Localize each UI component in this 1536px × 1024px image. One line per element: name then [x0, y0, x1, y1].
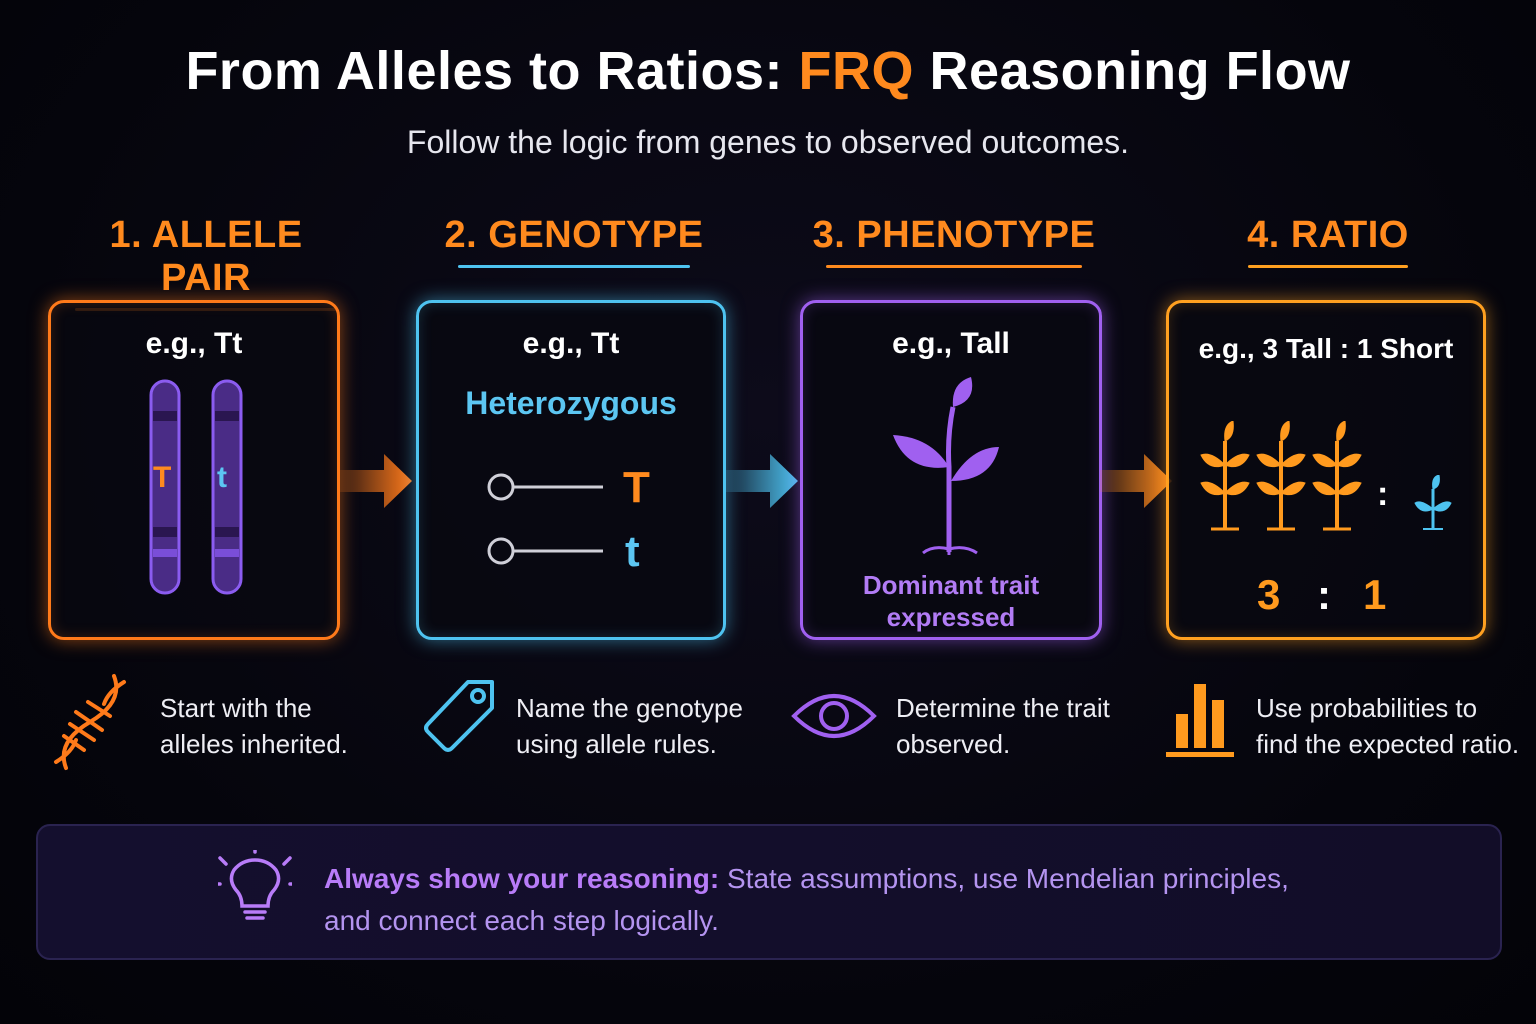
short-plant-icon	[1414, 475, 1452, 530]
allele-pair-example: e.g., Tt	[145, 327, 243, 360]
allele-pair-card: e.g., Tt T t	[48, 300, 340, 640]
page-subtitle: Follow the logic from genes to observed …	[406, 124, 1130, 160]
genotype-allele-top: T	[623, 463, 650, 512]
lightbulb-icon	[218, 850, 292, 920]
dominant-trait-line1: Dominant trait	[862, 570, 1040, 600]
tag-icon	[424, 680, 494, 752]
genotype-example: e.g., Tt	[522, 327, 620, 360]
tip-text: Always show your reasoning: State assump…	[324, 858, 1324, 942]
allele-right-label: t	[217, 461, 227, 494]
step3-heading: 3. PHENOTYPE	[806, 214, 1102, 268]
genotype-card: e.g., Tt Heterozygous T t	[416, 300, 726, 640]
step3-underline	[826, 265, 1082, 268]
allele-lines-icon	[487, 473, 603, 565]
step4-desc-line2: find the expected ratio.	[1256, 729, 1520, 759]
phenotype-example: e.g., Tall	[892, 327, 1010, 360]
eye-icon	[791, 694, 877, 738]
step2-desc-line2: using allele rules.	[516, 729, 717, 759]
step2-description: Name the genotype using allele rules.	[516, 690, 743, 762]
three-tall-plants-icon	[1200, 421, 1362, 531]
arrow-right-icon	[340, 454, 412, 508]
step2-heading-text: 2. GENOTYPE	[444, 214, 704, 256]
chromosome-pair-icon	[149, 379, 243, 595]
step3-desc-line2: observed.	[896, 729, 1011, 759]
ratio-example: e.g., 3 Tall : 1 Short	[1198, 333, 1454, 364]
ratio-card: e.g., 3 Tall : 1 Short	[1166, 300, 1486, 640]
ratio-right-number: 1	[1363, 571, 1387, 618]
step3-desc-line1: Determine the trait	[896, 693, 1110, 723]
reasoning-tip-box: Always show your reasoning: State assump…	[36, 824, 1502, 960]
step1-heading-text: 1. ALLELE PAIR	[109, 214, 303, 299]
step4-heading: 4. RATIO	[1226, 214, 1430, 268]
dominant-trait-text: Dominant trait expressed	[803, 569, 1099, 633]
tall-plant-icon	[893, 377, 999, 555]
step4-underline	[1248, 265, 1408, 268]
plant-ratio-separator: :	[1377, 475, 1389, 513]
step1-desc-line2: alleles inherited.	[160, 729, 348, 759]
step4-heading-text: 4. RATIO	[1247, 214, 1409, 256]
title-accent: FRQ	[798, 41, 915, 101]
step4-desc-line1: Use probabilities to	[1256, 693, 1478, 723]
step3-description: Determine the trait observed.	[896, 690, 1110, 762]
heterozygous-label: Heterozygous	[465, 385, 677, 421]
step2-desc-line1: Name the genotype	[516, 693, 743, 723]
step1-heading: 1. ALLELE PAIR	[64, 214, 348, 311]
genotype-allele-bottom: t	[625, 527, 640, 576]
step1-description: Start with the alleles inherited.	[160, 690, 348, 762]
arrow-right-icon	[1100, 454, 1172, 508]
arrow-right-icon	[726, 454, 798, 508]
page-title: From Alleles to Ratios: FRQ Reasoning Fl…	[0, 40, 1536, 102]
ratio-left-number: 3	[1257, 571, 1281, 618]
step4-description: Use probabilities to find the expected r…	[1256, 690, 1519, 762]
dominant-trait-line2: expressed	[886, 602, 1016, 632]
step3-heading-text: 3. PHENOTYPE	[812, 214, 1096, 256]
title-part1: From Alleles to Ratios:	[185, 41, 799, 101]
allele-left-label: T	[153, 461, 172, 494]
tip-body: State assumptions, use Mendelian princip…	[719, 863, 1289, 894]
ratio-colon: :	[1317, 571, 1331, 618]
tip-line2: and connect each step logically.	[324, 905, 719, 936]
bar-chart-icon	[1166, 684, 1234, 757]
title-part2: Reasoning Flow	[914, 41, 1351, 101]
step2-underline	[458, 265, 690, 268]
step2-heading: 2. GENOTYPE	[430, 214, 718, 268]
dna-icon	[54, 674, 126, 770]
step1-desc-line1: Start with the	[160, 693, 312, 723]
tip-bold: Always show your reasoning:	[324, 863, 720, 894]
phenotype-card: e.g., Tall Dominant trait expressed	[800, 300, 1102, 640]
